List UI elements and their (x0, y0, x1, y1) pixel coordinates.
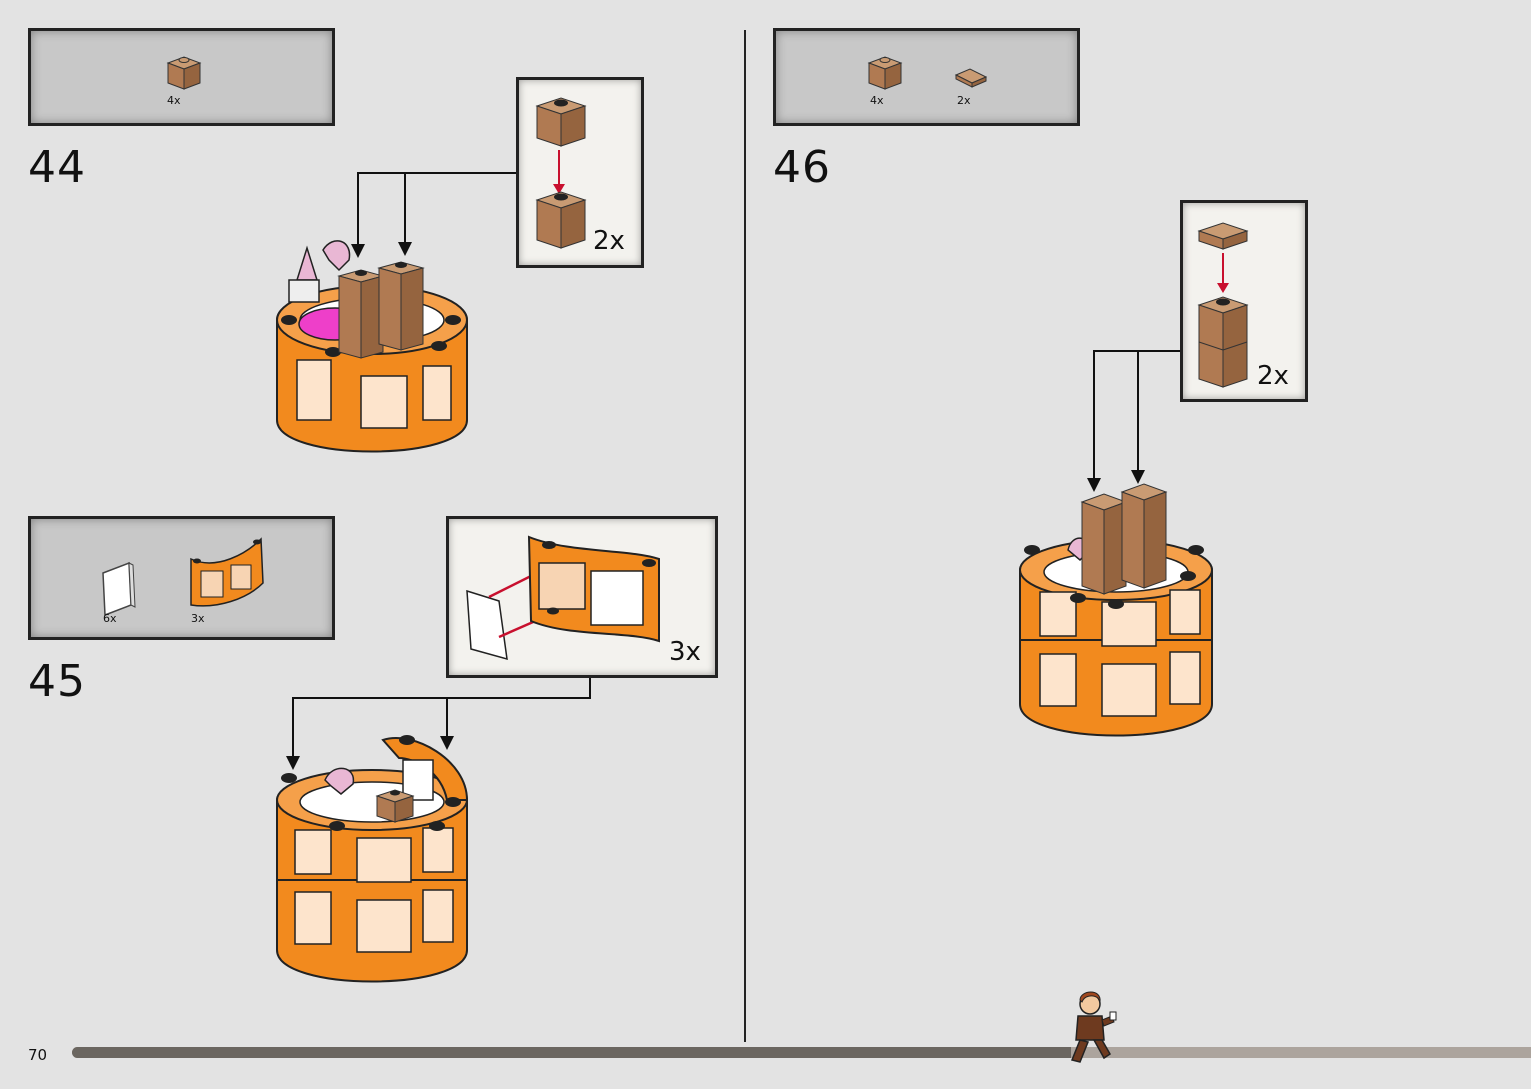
part-qty: 3x (191, 612, 205, 625)
build-progress-bar (72, 1047, 1531, 1058)
subassembly-multiplier: 3x (669, 637, 701, 667)
subassembly-multiplier: 2x (1257, 361, 1289, 391)
part-qty: 6x (103, 612, 117, 625)
page-number: 70 (28, 1046, 48, 1064)
part-qty: 2x (957, 94, 971, 107)
step-45-subassembly-callout: 3x (446, 516, 718, 678)
tan-tile-1x1-icon (954, 68, 988, 88)
step-number: 44 (28, 142, 86, 193)
build-progress-fill (72, 1047, 1072, 1058)
step-46-parts-list: 4x 2x (773, 28, 1080, 126)
tan-brick-1x1-icon (166, 56, 202, 90)
step-46-subassembly-callout: 2x (1180, 200, 1308, 402)
part-icons (102, 537, 264, 617)
step-number: 46 (773, 142, 831, 193)
clear-window-pane-icon (102, 561, 136, 617)
subassembly-multiplier: 2x (593, 226, 625, 256)
window-frame-assembly-icon (466, 535, 660, 661)
part-qty: 4x (167, 94, 181, 107)
tan-tile-on-brick-stack-icon (1197, 222, 1249, 388)
step-number: 45 (28, 656, 86, 707)
part-qty: 4x (870, 94, 884, 107)
orange-curved-window-frame-icon (190, 537, 264, 607)
step-44-subassembly-callout: 2x (516, 77, 644, 268)
page-column-divider (744, 30, 746, 1042)
step-44-parts-list: 4x (28, 28, 335, 126)
part-icons (867, 56, 988, 90)
tan-brick-1x1-icon (867, 56, 903, 90)
step-45-parts-list: 6x 3x (28, 516, 335, 640)
tan-brick-stack-icon (535, 97, 587, 249)
